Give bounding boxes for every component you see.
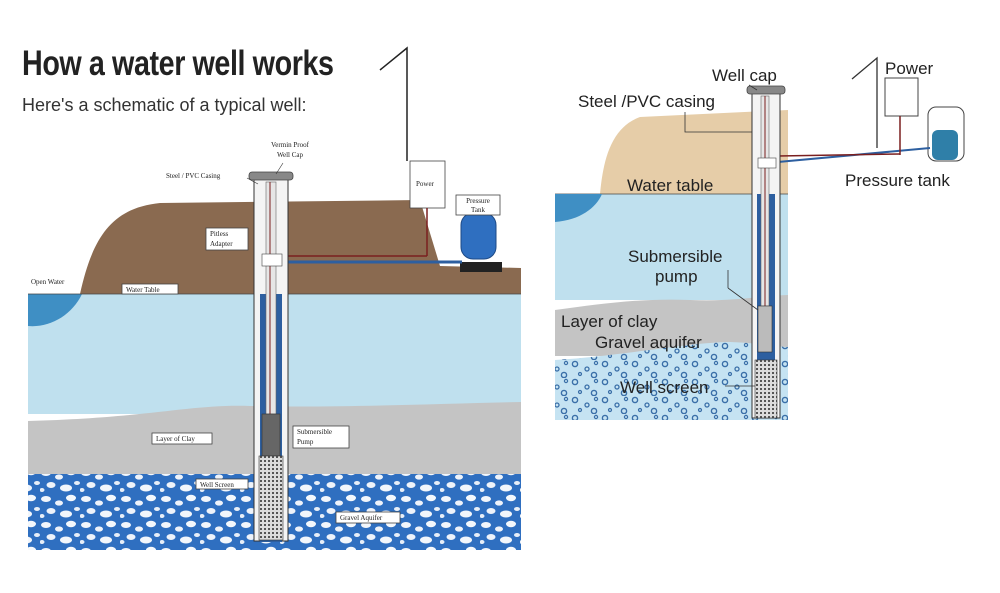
right-label-clay: Layer of clay xyxy=(561,312,658,331)
right-power-box xyxy=(884,77,919,117)
left-label-power: Power xyxy=(416,180,435,188)
left-label-well-screen: Well Screen xyxy=(200,481,234,489)
left-diagram: Vermin Proof Well Cap Steel / PVC Casing… xyxy=(28,46,521,550)
left-label-pump-1: Submersible xyxy=(297,428,332,436)
left-label-pump-2: Pump xyxy=(297,438,314,446)
right-well-screen xyxy=(754,359,778,419)
right-label-pressure-tank: Pressure tank xyxy=(845,171,950,190)
right-label-pump-2: pump xyxy=(655,267,698,286)
left-label-well-cap-2: Well Cap xyxy=(277,151,304,159)
left-well-cap xyxy=(248,171,294,181)
right-gravel-aquifer xyxy=(555,342,788,420)
left-soil xyxy=(80,200,521,294)
right-well-cap xyxy=(746,85,786,95)
right-label-water-table: Water table xyxy=(627,176,713,195)
left-label-open-water: Open Water xyxy=(31,278,65,286)
right-clay-layer xyxy=(555,295,788,356)
left-label-pitless-2: Adapter xyxy=(210,240,233,248)
right-label-well-cap: Well cap xyxy=(712,66,777,85)
right-sand xyxy=(600,110,788,194)
left-well-screen xyxy=(258,455,284,541)
left-power-box xyxy=(409,160,446,209)
left-label-tank-2: Tank xyxy=(471,206,485,214)
page-subtitle: Here's a schematic of a typical well: xyxy=(22,95,307,115)
right-groundwater xyxy=(555,194,788,300)
right-label-power: Power xyxy=(885,59,934,78)
left-open-water xyxy=(28,294,82,327)
right-open-water xyxy=(555,194,602,222)
left-label-tank-1: Pressure xyxy=(466,197,490,205)
right-pressure-tank xyxy=(932,130,958,160)
left-label-water-table: Water Table xyxy=(126,286,160,294)
right-label-gravel: Gravel aquifer xyxy=(595,333,702,352)
left-label-clay: Layer of Clay xyxy=(156,435,195,443)
left-label-pitless-1: Pitless xyxy=(210,230,229,238)
right-diagram: Well cap Steel /PVC casing Power Pressur… xyxy=(555,56,965,420)
left-pressure-tank xyxy=(460,212,497,260)
left-label-gravel: Gravel Aquifer xyxy=(340,514,383,522)
right-label-casing: Steel /PVC casing xyxy=(578,92,715,111)
left-label-well-cap-1: Vermin Proof xyxy=(271,141,310,149)
right-label-pump-1: Submersible xyxy=(628,247,723,266)
right-submersible-pump xyxy=(757,305,773,353)
right-label-well-screen: Well screen xyxy=(620,378,709,397)
left-submersible-pump xyxy=(261,413,281,457)
left-label-casing: Steel / PVC Casing xyxy=(166,172,221,180)
page-title: How a water well works xyxy=(22,44,334,83)
